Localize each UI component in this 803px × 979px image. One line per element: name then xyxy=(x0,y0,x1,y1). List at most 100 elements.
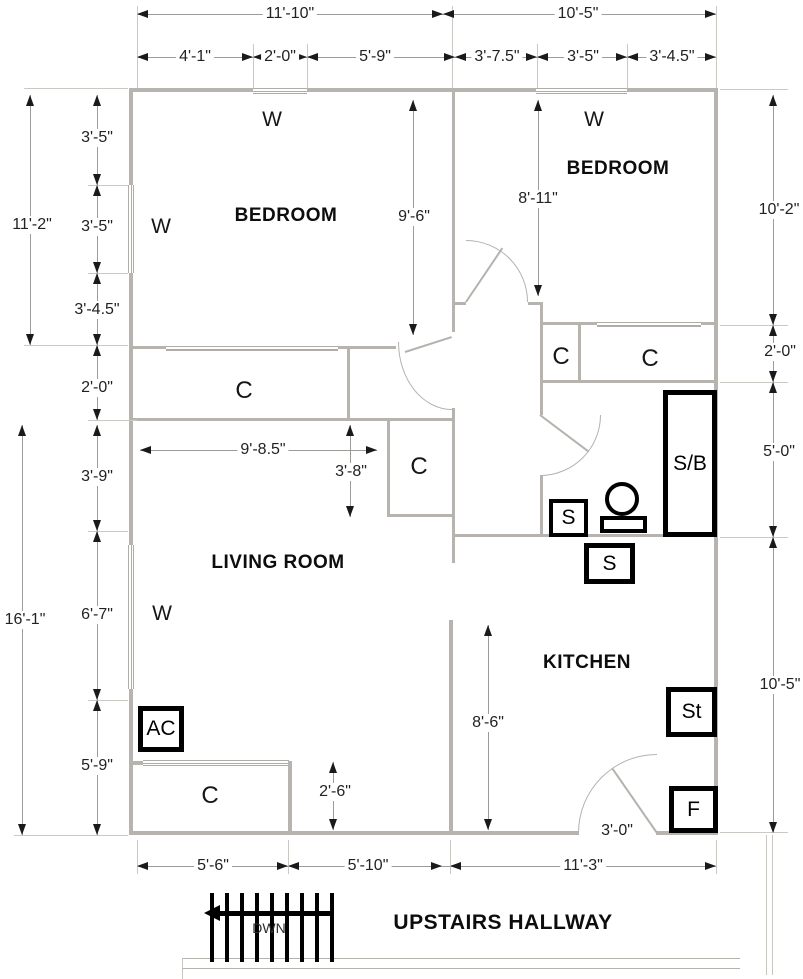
ext-line xyxy=(716,840,717,874)
dim-arrow xyxy=(93,409,101,420)
fixture-bath-sink: S xyxy=(549,499,588,537)
wall-closet2-left xyxy=(387,418,390,517)
dim-arrow xyxy=(769,537,777,548)
wall-hall-east-lower xyxy=(540,476,543,537)
dim-arrow xyxy=(769,382,777,393)
dim-left-seg: 6'-7" xyxy=(78,606,116,624)
fixture-stove: St xyxy=(666,687,717,737)
closet-marker: C xyxy=(235,377,253,404)
shower-bath-label: S/B xyxy=(673,451,707,475)
dim-right-seg: 2'-0" xyxy=(761,343,799,361)
ext-line xyxy=(720,89,788,90)
dim-arrow xyxy=(769,314,777,325)
ext-line xyxy=(88,531,128,532)
ext-line xyxy=(452,6,453,88)
right-closet-door-line xyxy=(597,322,701,327)
ext-line xyxy=(720,325,788,326)
room-label-upstairs-hallway: UPSTAIRS HALLWAY xyxy=(393,911,613,934)
window-marker: W xyxy=(151,215,171,238)
stairs-down-arrow-icon xyxy=(204,905,220,921)
room-label-bedroom-right: BEDROOM xyxy=(566,158,670,179)
fixture-kitchen-sink: S xyxy=(584,543,635,584)
dim-arrow xyxy=(288,862,299,870)
ext-line xyxy=(720,537,788,538)
dim-arrow xyxy=(705,53,716,61)
dim-left-overall-bottom: 16'-1" xyxy=(1,611,49,629)
dim-arrow xyxy=(93,689,101,700)
dim-arrow xyxy=(346,425,354,436)
dim-arrow xyxy=(769,371,777,382)
dim-arrow xyxy=(93,95,101,106)
dim-arrow xyxy=(329,762,337,773)
dim-left-seg: 5'-9" xyxy=(78,757,116,775)
dim-arrow xyxy=(346,506,354,517)
kitchen-sink-label: S xyxy=(602,551,617,575)
bath-sink-label: S xyxy=(561,506,576,529)
dim-kitchen-door-width: 3'-0" xyxy=(598,822,636,840)
dim-arrow xyxy=(769,95,777,106)
dim-arrow xyxy=(443,10,454,18)
dim-bottom-seg: 5'-6" xyxy=(194,857,232,875)
wall-right-closets-bottom xyxy=(540,380,718,383)
wall-hall-top-stub-b xyxy=(528,302,540,305)
dim-arrow xyxy=(242,53,253,61)
ext-line xyxy=(253,44,254,88)
toilet-tank xyxy=(600,516,647,533)
dim-top-seg: 3'-5" xyxy=(564,48,602,66)
stairwell-wall-a xyxy=(766,835,767,975)
dim-top-overall-left: 11'-10" xyxy=(262,5,318,23)
dim-arrow xyxy=(18,824,26,835)
stairs-down-label: DWN xyxy=(252,920,286,936)
wall-hall-west xyxy=(452,408,455,563)
ext-line xyxy=(88,185,128,186)
room-label-bedroom-left: BEDROOM xyxy=(234,205,338,226)
dim-line-top-overall xyxy=(137,14,716,15)
dim-line-right xyxy=(773,95,774,833)
ext-line xyxy=(14,835,128,836)
window-lower-closet xyxy=(143,760,289,766)
dim-arrow xyxy=(484,625,492,636)
dim-left-seg: 3'-4.5" xyxy=(71,301,123,319)
dim-arrow xyxy=(432,10,443,18)
window-marker: W xyxy=(584,108,604,131)
window-bedroom-left-side xyxy=(128,185,134,273)
dim-closet-depth: 3'-8" xyxy=(332,463,370,481)
stove-label: St xyxy=(681,700,702,723)
dim-bottom-seg: 5'-10" xyxy=(344,857,392,875)
dim-arrow xyxy=(705,10,716,18)
dim-arrow xyxy=(444,53,455,61)
dim-top-seg: 3'-7.5" xyxy=(471,48,523,66)
ext-line xyxy=(137,6,138,88)
dim-arrow xyxy=(93,185,101,196)
dim-arrow xyxy=(277,862,288,870)
dim-top-overall-right: 10'-5" xyxy=(554,5,602,23)
dim-arrow xyxy=(627,53,638,61)
dim-arrow xyxy=(769,822,777,833)
dim-top-seg: 3'-4.5" xyxy=(646,48,698,66)
dim-right-seg: 10'-5" xyxy=(756,676,803,694)
ext-line xyxy=(716,6,717,88)
stair-tread xyxy=(210,893,214,962)
ext-line xyxy=(450,840,451,874)
stair-tread xyxy=(225,893,229,962)
stair-tread xyxy=(330,893,334,962)
dim-arrow xyxy=(93,700,101,711)
wall-top-b xyxy=(306,88,539,92)
wall-top-c xyxy=(625,88,718,92)
dim-arrow xyxy=(296,53,307,61)
dim-arrow xyxy=(534,285,542,296)
stairwell-wall-b xyxy=(772,835,773,975)
dim-line-left-segments-bottom xyxy=(97,425,98,835)
dim-bottom-seg: 11'-3" xyxy=(560,857,606,875)
dim-arrow xyxy=(616,53,627,61)
dim-arrow xyxy=(307,53,318,61)
dim-arrow xyxy=(93,531,101,542)
room-label-living-room: LIVING ROOM xyxy=(211,552,345,573)
dim-arrow xyxy=(26,95,34,106)
dim-left-seg: 3'-5" xyxy=(78,218,116,236)
dim-arrow xyxy=(93,334,101,345)
wall-bedroom-divider xyxy=(452,88,455,332)
wall-left-a xyxy=(129,88,133,185)
dim-arrow xyxy=(137,862,148,870)
stairs-direction-line xyxy=(214,911,332,916)
